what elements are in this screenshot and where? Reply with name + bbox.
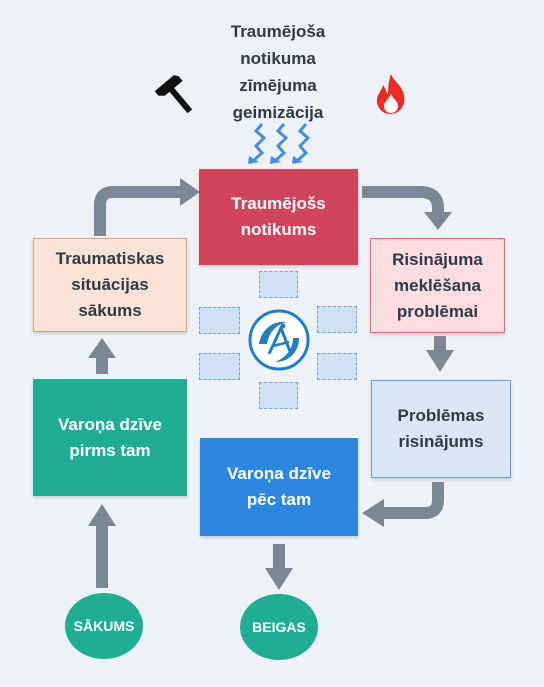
arrow-solution-to-after (382, 482, 444, 519)
life-after-box: Varoņa dzīve pēc tam (200, 438, 358, 536)
box-line: Traumatiskas (55, 249, 165, 268)
title-line: notikuma (240, 49, 316, 68)
problem-solution-box: Problēmas risinājums (371, 380, 511, 478)
life-before-box: Varoņa dzīve pirms tam (33, 379, 187, 496)
placeholder-slot (259, 382, 298, 409)
arrowhead-search-to-solution (426, 350, 454, 372)
placeholder-slot (317, 306, 357, 333)
box-line: problēmai (396, 301, 479, 321)
arrowhead-before-to-trauma (88, 338, 116, 358)
hammer-icon (154, 75, 193, 114)
arrowhead-after-to-end (265, 568, 293, 590)
arrow-trauma-to-event (94, 186, 182, 236)
box-line: notikums (240, 220, 317, 239)
placeholder-slot (317, 353, 357, 380)
arrowhead-trauma-to-event (180, 178, 200, 206)
diagram-title: Traumējoša notikuma zīmējuma geimizācija (200, 18, 356, 126)
end-node: BEIGAS (240, 594, 318, 660)
arrowhead-event-to-search (424, 212, 452, 230)
end-label: BEIGAS (252, 619, 306, 635)
box-line: risinājums (398, 432, 484, 451)
box-line: pirms tam (69, 440, 151, 460)
solution-search-box: Risinājuma meklēšana problēmai (370, 238, 505, 333)
placeholder-slot (199, 353, 240, 380)
start-node: SĀKUMS (65, 593, 143, 659)
start-label: SĀKUMS (73, 618, 135, 634)
placeholder-slot (259, 271, 298, 298)
arrowhead-start-to-before (88, 504, 116, 526)
flame-icon (376, 74, 405, 114)
arrowhead-solution-to-after (362, 499, 384, 527)
box-line: pēc tam (246, 490, 312, 509)
box-line: Varoņa dzīve (227, 464, 331, 483)
arrow-event-to-search (362, 186, 444, 214)
title-line: zīmējuma (239, 76, 317, 95)
box-line: Traumējošs (231, 194, 326, 213)
box-line: Problēmas (397, 406, 485, 425)
box-line: sākums (78, 301, 142, 320)
traumatic-event-box: Traumējošs notikums (199, 169, 358, 265)
trauma-start-box: Traumatiskas situācijas sākums (33, 238, 187, 332)
logo-icon (248, 309, 310, 371)
box-line: Varoņa dzīve (58, 414, 162, 434)
title-line: Traumējoša (230, 22, 326, 41)
zigzag-arrows-icon (248, 123, 311, 164)
box-line: meklēšana (394, 275, 481, 295)
box-line: Risinājuma (392, 249, 483, 269)
placeholder-slot (199, 307, 240, 334)
box-line: situācijas (71, 275, 149, 294)
title-line: geimizācija (232, 103, 324, 122)
